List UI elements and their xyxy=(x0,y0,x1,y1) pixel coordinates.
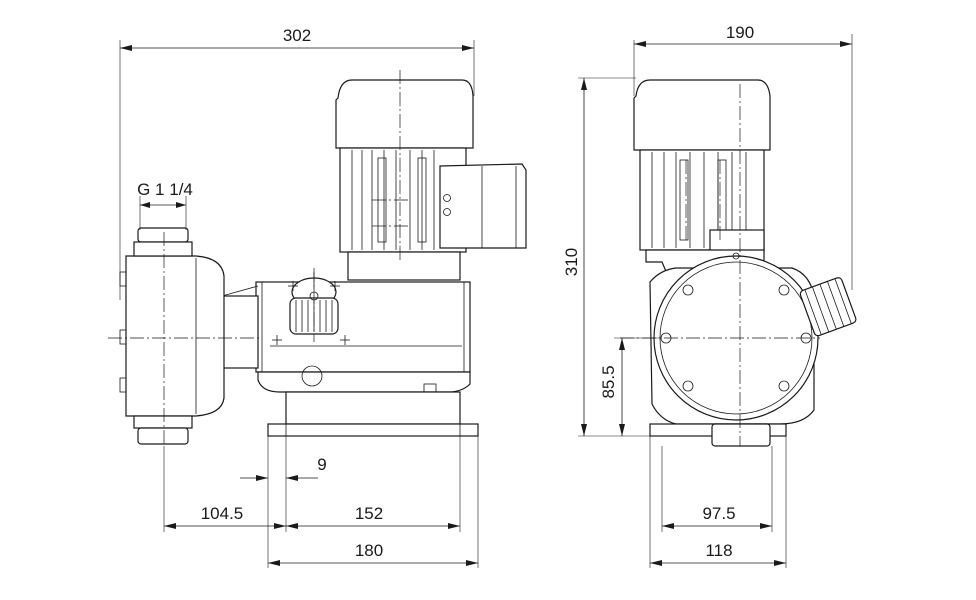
label-97-5: 97.5 xyxy=(702,504,735,523)
dim-bottom-row-1: 104.5 152 xyxy=(164,504,460,529)
label-180: 180 xyxy=(355,541,383,560)
dim-foot-length: 180 xyxy=(268,541,478,566)
label-85-5: 85.5 xyxy=(599,365,618,398)
label-9: 9 xyxy=(317,455,326,474)
side-motor-flange xyxy=(347,251,461,281)
front-bottom-connection xyxy=(711,423,771,447)
label-152: 152 xyxy=(355,504,383,523)
side-gearbox xyxy=(255,281,471,373)
side-connector xyxy=(221,295,259,369)
label-thread: G 1 1/4 xyxy=(137,180,193,199)
side-motor-fan-cover xyxy=(335,79,474,149)
side-pedestal xyxy=(285,391,461,425)
label-118: 118 xyxy=(705,541,732,560)
side-base-foot xyxy=(267,423,479,437)
dim-front-foot-width: 118 xyxy=(650,541,786,566)
side-terminal-box xyxy=(439,163,527,249)
front-motor-fan-cover xyxy=(633,79,771,151)
front-view xyxy=(578,34,857,568)
label-104-5: 104.5 xyxy=(201,504,244,523)
dim-shaft-height: 85.5 xyxy=(599,338,625,436)
front-terminal-box xyxy=(709,229,765,253)
label-310: 310 xyxy=(562,248,581,276)
dim-offset-9: 9 xyxy=(240,455,327,481)
label-190: 190 xyxy=(726,23,754,42)
side-pump-head xyxy=(125,255,225,417)
side-gearbox-screws xyxy=(272,281,350,345)
side-gearbox-lower xyxy=(257,371,471,393)
side-top-connection xyxy=(137,227,189,243)
dim-overall-width-side: 302 xyxy=(120,26,474,51)
side-bottom-connection xyxy=(133,415,193,429)
side-view xyxy=(108,40,527,568)
front-side-knob xyxy=(799,277,857,337)
dim-overall-width-front: 190 xyxy=(634,23,852,47)
dim-thread-size: G 1 1/4 xyxy=(137,180,193,208)
label-302: 302 xyxy=(283,26,311,45)
dim-front-hole-spacing: 97.5 xyxy=(662,504,772,529)
dim-overall-height: 310 xyxy=(562,78,587,436)
